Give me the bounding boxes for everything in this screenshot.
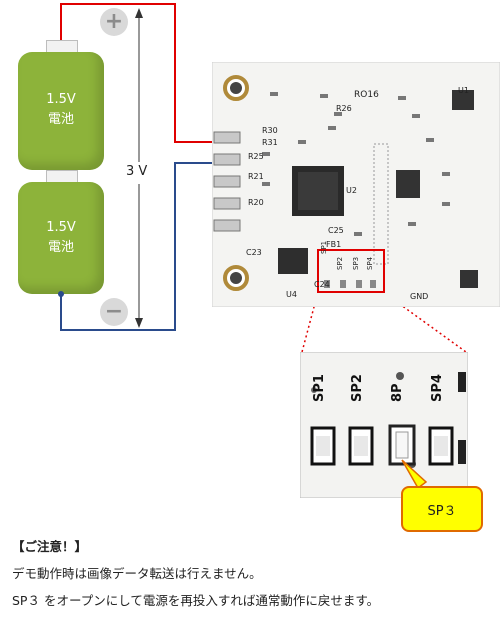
- battery-top: 1.5V 電池: [18, 52, 104, 170]
- total-voltage-label: 3 V: [126, 164, 148, 179]
- notice-line2: SP３ をオープンにして電源を再投入すれば通常動作に戻せます。: [12, 593, 380, 608]
- negative-wire: [60, 162, 232, 331]
- battery-bottom-voltage: 1.5V: [46, 220, 76, 235]
- board-sp3: SP3: [352, 256, 360, 270]
- sp3-callout-label: SP３: [427, 504, 457, 519]
- zoom-label-sp1: SP1: [312, 374, 327, 402]
- silkscreen-r30: R30: [262, 126, 278, 135]
- sp3-callout: SP３: [401, 486, 483, 532]
- minus-icon: −: [100, 298, 128, 326]
- silkscreen-fb1: FB1: [326, 240, 342, 249]
- silkscreen-gnd: GND: [410, 292, 429, 301]
- silkscreen-c25: C25: [328, 226, 344, 235]
- silkscreen-u2: U2: [346, 186, 357, 195]
- silkscreen-u1: U1: [458, 86, 469, 95]
- zoom-label-sp2: SP2: [350, 374, 365, 402]
- silkscreen-c24: C24: [314, 280, 330, 289]
- battery-bottom-label: 電池: [47, 240, 74, 255]
- silkscreen-r20: R20: [248, 198, 264, 207]
- notice-heading: 【ご注意！】: [12, 539, 88, 554]
- silkscreen-ro16: RO16: [354, 90, 379, 100]
- silkscreen-c23: C23: [246, 248, 262, 257]
- silkscreen-r21: R21: [248, 172, 264, 181]
- silkscreen-r26: R26: [336, 104, 352, 113]
- board-sp4: SP4: [366, 256, 374, 270]
- battery-bottom: 1.5V 電池: [18, 182, 104, 294]
- plus-icon: +: [100, 8, 128, 36]
- zoom-label-sp4: SP4: [430, 374, 445, 402]
- battery-top-label: 電池: [47, 112, 74, 127]
- pcb-board: [212, 62, 500, 307]
- notice-line1: デモ動作時は画像データ転送は行えません。: [12, 566, 262, 581]
- silkscreen-r25: R25: [248, 152, 264, 161]
- board-sp1: SP1: [320, 240, 328, 254]
- zoom-inset: [300, 352, 468, 498]
- silkscreen-r31: R31: [262, 138, 278, 147]
- battery-top-voltage: 1.5V: [46, 92, 76, 107]
- positive-wire: [60, 3, 232, 143]
- zoom-label-sp3: 8P: [390, 383, 405, 402]
- board-sp2: SP2: [336, 256, 344, 270]
- silkscreen-u4: U4: [286, 290, 297, 299]
